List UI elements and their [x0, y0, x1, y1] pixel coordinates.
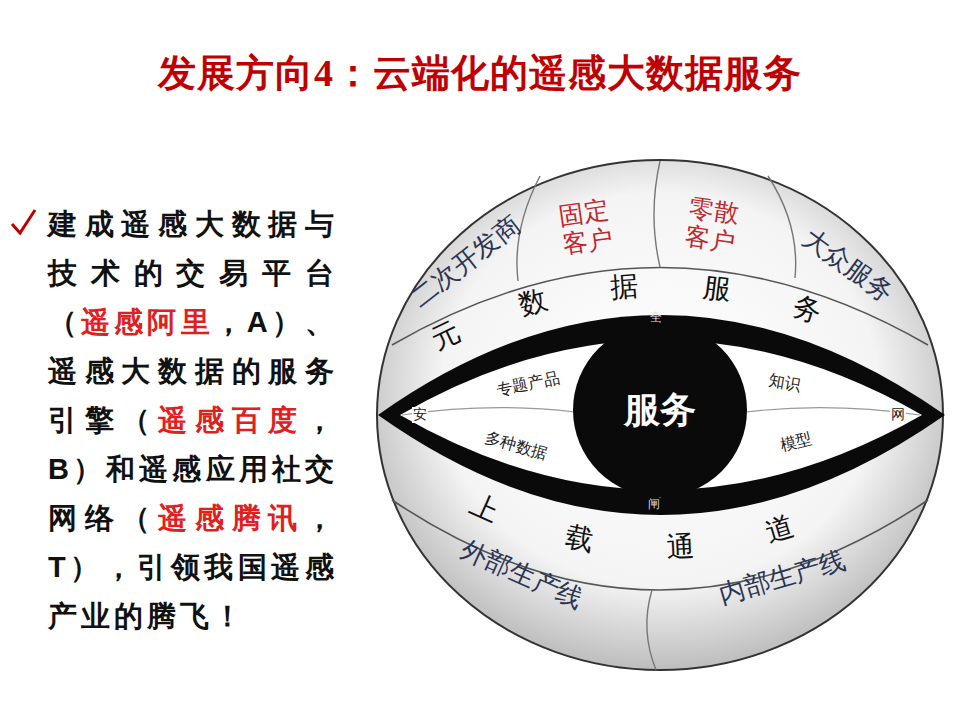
highlight-text: 遥感腾讯	[158, 502, 305, 534]
region-label: 闸	[648, 498, 660, 512]
highlight-text: 遥感百度	[158, 404, 305, 436]
band-label: 上载通道	[466, 487, 797, 562]
bullet-paragraph: 建成遥感大数据与技术的交易平台（遥感阿里，A）、遥感大数据的服务引擎（遥感百度，…	[48, 200, 338, 641]
region-label: 安	[412, 407, 428, 423]
region-label: 全	[650, 311, 662, 325]
sector-divider	[654, 161, 660, 267]
node-text: 服务	[624, 386, 696, 435]
region-label: 网	[890, 407, 906, 423]
highlight-text: 遥感阿里	[81, 306, 214, 338]
region-label: 固定 客户	[554, 196, 619, 261]
sector-divider	[768, 176, 796, 278]
eye-band	[378, 315, 945, 515]
check-mark	[12, 210, 35, 233]
center-circle: 服务	[572, 322, 748, 498]
globe-outline	[377, 160, 943, 670]
region-label: 零散 客户	[680, 194, 745, 259]
sector-divider	[647, 590, 656, 670]
slide-title: 发展方向4：云端化的遥感大数据服务	[0, 48, 960, 99]
